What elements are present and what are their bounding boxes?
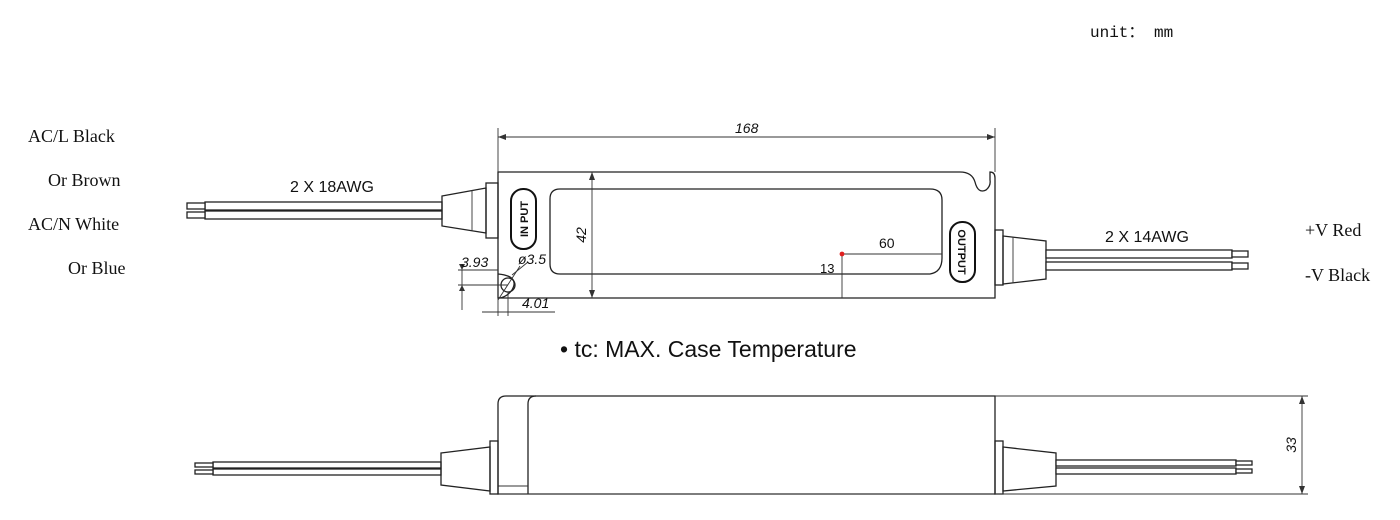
input-label-acn: AC/N White: [28, 214, 119, 234]
output-wire-tip-2: [1231, 262, 1249, 270]
input-strain-relief: [441, 187, 487, 234]
side-output-gland: [994, 440, 1004, 495]
dim-tc-y-value: 13: [820, 261, 834, 276]
output-mark-oval: [949, 221, 976, 283]
output-label-minus: -V Black: [1305, 265, 1370, 285]
case-outline: [497, 171, 996, 299]
side-view: 33: [194, 395, 1308, 495]
output-label-plus: +V Red: [1305, 220, 1361, 240]
input-gland: [485, 182, 499, 239]
input-wires: [186, 201, 443, 220]
label-window: [549, 188, 943, 275]
side-input-tip-1: [194, 462, 214, 468]
side-output-relief: [1002, 446, 1057, 492]
side-case-outline: [497, 395, 996, 495]
output-wires: [1045, 249, 1249, 271]
output-wire-labels: +V Red -V Black: [1305, 220, 1370, 285]
side-output-tip-1: [1235, 460, 1253, 466]
side-input-wire-2: [212, 468, 442, 476]
input-wire-gauge: 2 X 18AWG: [290, 179, 374, 196]
side-input-tip-2: [194, 469, 214, 475]
dim-tc-point: 60 13: [820, 235, 942, 298]
dim-height-value: 33: [1283, 437, 1299, 453]
input-mark-oval: [510, 188, 537, 250]
input-wire-tip-1: [186, 202, 206, 210]
output-mark-text: OUTPUT: [955, 229, 967, 275]
input-label-brown: Or Brown: [48, 170, 121, 190]
input-label-blue: Or Blue: [68, 258, 126, 278]
side-output-wire-2: [1055, 467, 1237, 475]
dim-tc-x-value: 60: [879, 235, 895, 251]
dim-hole-edge-value: 4.01: [522, 295, 549, 311]
dim-hole-offset-value: 3.93: [461, 254, 488, 270]
dim-width: 42: [573, 172, 595, 298]
output-strain-relief: [1002, 235, 1047, 285]
unit-label: unit： mm: [1090, 24, 1173, 42]
input-wire-1: [204, 201, 443, 211]
dim-width-value: 42: [573, 227, 589, 243]
side-output-tip-2: [1235, 468, 1253, 474]
output-wire-gauge: 2 X 14AWG: [1105, 229, 1189, 246]
dim-length-value: 168: [735, 120, 759, 136]
output-wire-2: [1045, 261, 1233, 271]
input-wire-2: [204, 210, 443, 220]
side-input-wire-1: [212, 461, 442, 469]
side-input-relief: [440, 446, 491, 492]
tc-note: • tc: MAX. Case Temperature: [560, 336, 857, 362]
output-wire-1: [1045, 249, 1233, 259]
dim-length: 168: [497, 120, 996, 172]
input-label-acl: AC/L Black: [28, 126, 115, 146]
input-mark-text: IN PUT: [519, 201, 531, 237]
dim-mounting-hole: 3.93 ø3.5 4.01: [458, 251, 555, 316]
dim-hole-diameter-value: ø3.5: [518, 251, 546, 267]
side-input-gland: [489, 440, 499, 495]
side-case-lid: [527, 395, 537, 494]
input-wire-labels: AC/L Black Or Brown AC/N White Or Blue: [28, 126, 126, 278]
tc-point: [839, 251, 845, 257]
output-gland: [994, 229, 1004, 286]
top-view: IN PUT OUTPUT 2 X 18AWG 2 X 14AWG 168: [186, 120, 1249, 316]
output-wire-tip-1: [1231, 250, 1249, 258]
input-wire-tip-2: [186, 211, 206, 219]
dim-height: 33: [995, 395, 1308, 495]
side-output-wire-1: [1055, 459, 1237, 467]
